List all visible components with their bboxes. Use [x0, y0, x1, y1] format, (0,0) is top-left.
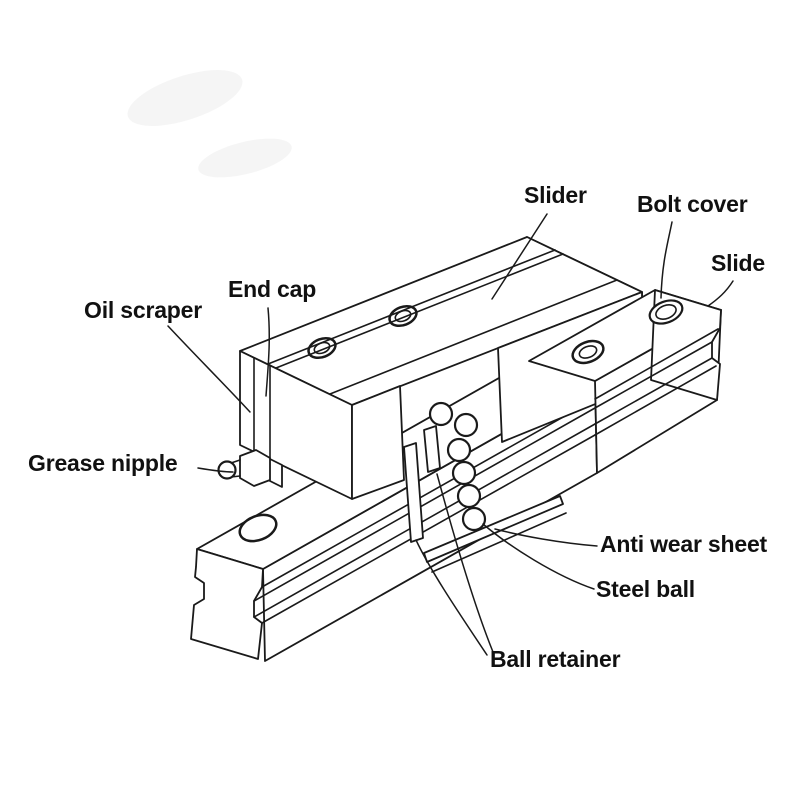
label-grease-nipple: Grease nipple: [28, 450, 178, 476]
rail-mount-hole-open-inner: [578, 345, 598, 359]
ball-retainer-strip: [423, 425, 441, 473]
rail-groove-line: [253, 423, 596, 618]
label-ball-retainer: Ball retainer: [490, 646, 621, 672]
rail-groove-line: [594, 365, 717, 436]
rail-groove-line: [253, 407, 596, 602]
block-side-face-left: [351, 385, 405, 500]
label-slider: Slider: [524, 182, 587, 208]
leader-bolt-cover: [660, 221, 673, 299]
rail-mount-hole: [238, 513, 278, 543]
steel-ball: [461, 506, 487, 532]
label-oil-scraper: Oil scraper: [84, 297, 202, 323]
leader-lines: [167, 213, 734, 656]
leader-steel-ball: [482, 523, 595, 590]
block-tapped-hole-inner: [394, 309, 412, 323]
block-tapped-hole: [307, 336, 337, 360]
block-tapped-hole-inner: [313, 341, 331, 355]
label-bolt-cover: Bolt cover: [637, 191, 748, 217]
leader-grease-nipple: [197, 467, 234, 473]
grease-nipple-part: [217, 449, 283, 488]
rail-groove-line: [594, 357, 713, 425]
steel-ball: [453, 412, 479, 438]
label-steel-ball: Steel ball: [596, 576, 695, 602]
label-slide: Slide: [711, 250, 765, 276]
leader-slider: [491, 213, 548, 300]
leader-oil-scraper: [167, 325, 251, 413]
block-top-seam: [275, 253, 564, 369]
steel-ball: [428, 401, 454, 427]
rail-groove-line: [594, 341, 713, 409]
rail-groove-line: [261, 434, 596, 624]
leader-ball-retainer-1: [415, 539, 488, 656]
grease-nipple-nut: [239, 449, 271, 487]
label-end-cap: End cap: [228, 276, 317, 302]
rail-mount-hole-open: [571, 339, 605, 365]
grease-nipple-tip: [217, 460, 237, 480]
leader-slide: [707, 280, 734, 307]
steel-ball: [451, 460, 477, 486]
steel-ball: [446, 437, 472, 463]
rail-groove-line: [594, 328, 719, 400]
rail-right-end: [528, 289, 722, 474]
cutaway-section: [403, 401, 567, 573]
leader-ball-retainer-2: [436, 473, 494, 653]
leader-end-cap: [265, 307, 271, 397]
block-top-seam: [329, 279, 618, 395]
ball-retainer-strip: [403, 442, 424, 543]
anti-wear-sheet-edge: [431, 512, 567, 573]
rail-end-face-left: [190, 548, 264, 660]
label-anti-wear-sheet: Anti wear sheet: [600, 531, 767, 557]
bolt-cover-cap-inner: [655, 304, 677, 320]
steel-ball: [456, 483, 482, 509]
block-tapped-hole: [388, 304, 418, 328]
scan-artifacts: [127, 70, 292, 178]
leader-anti-wear-sheet: [494, 528, 598, 547]
rail-groove-line: [261, 398, 596, 588]
